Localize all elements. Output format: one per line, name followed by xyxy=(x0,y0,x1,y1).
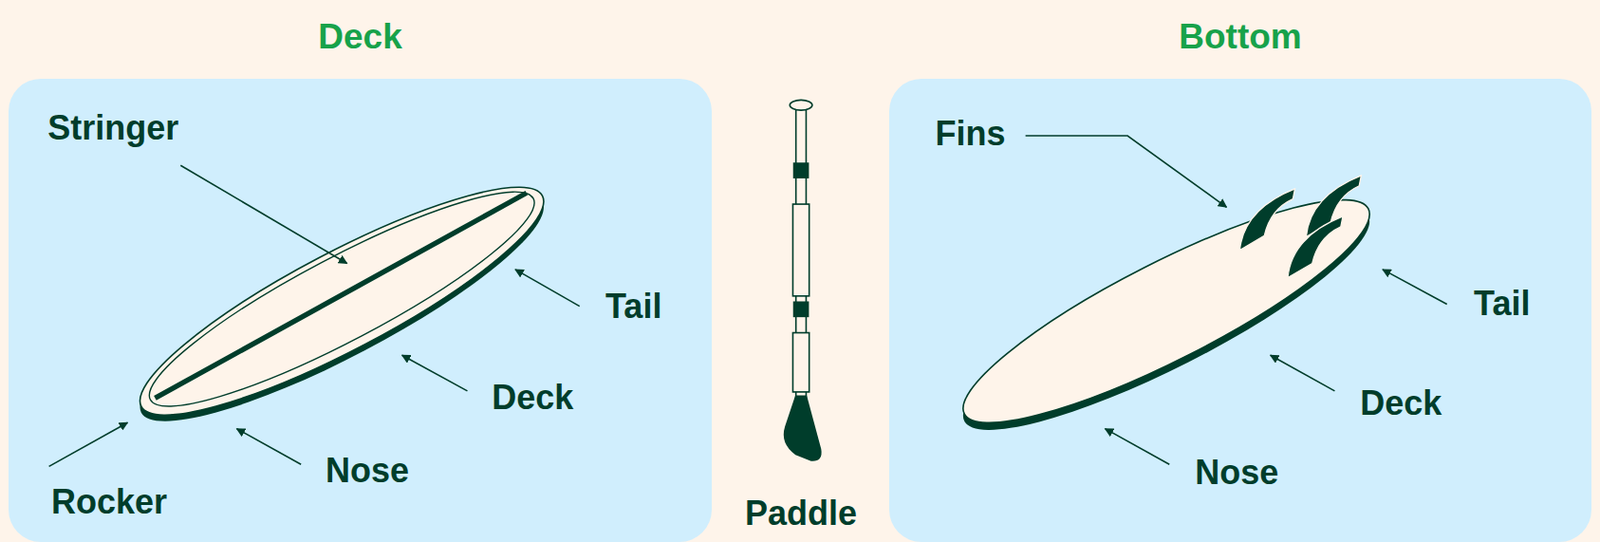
panel-heading: Deck xyxy=(317,17,402,57)
panel-heading: Bottom xyxy=(1178,17,1302,57)
part-label: Deck xyxy=(1359,383,1442,424)
part-label: Deck xyxy=(491,377,574,418)
part-label: Fins xyxy=(935,113,1006,154)
part-label: Stringer xyxy=(47,108,179,149)
part-label: Nose xyxy=(325,450,410,491)
part-label: Nose xyxy=(1194,452,1279,493)
paddle-label: Paddle xyxy=(744,493,857,534)
leader-lines xyxy=(49,135,1448,466)
part-label: Rocker xyxy=(51,482,168,522)
part-label: Tail xyxy=(605,286,662,327)
paddle-drawing xyxy=(784,99,821,461)
part-label: Tail xyxy=(1473,283,1530,324)
bottom-board xyxy=(942,165,1391,466)
